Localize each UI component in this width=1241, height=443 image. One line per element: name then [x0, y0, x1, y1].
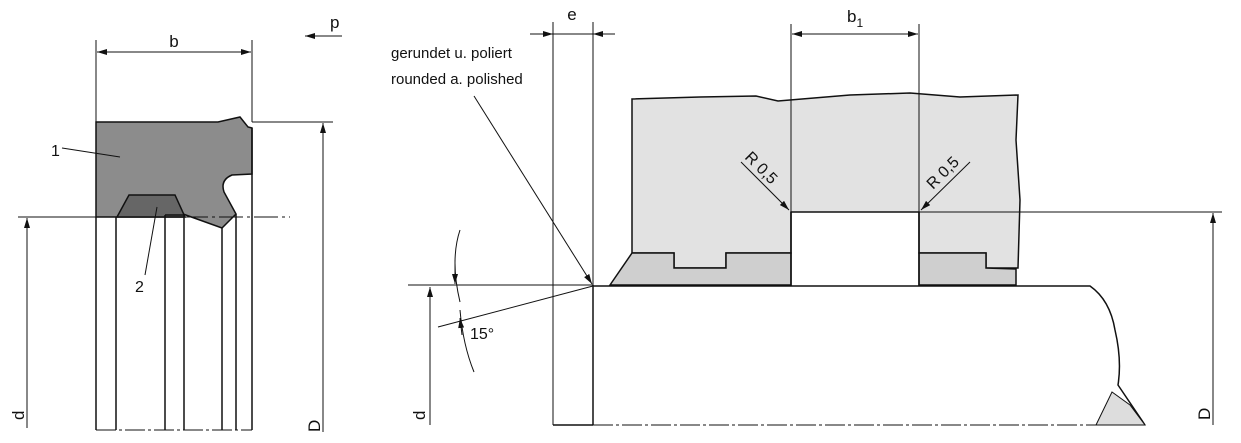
label-e: e [567, 5, 576, 24]
note-leader [473, 95, 593, 285]
note-english: rounded a. polished [391, 71, 523, 88]
note-german: gerundet u. poliert [391, 45, 513, 62]
seal-profile-lines [95, 128, 253, 431]
label-d-left: d [9, 411, 28, 420]
right-installation-view [408, 22, 1222, 426]
label-part-1: 1 [51, 143, 60, 160]
housing [631, 92, 1021, 269]
left-section-view [18, 33, 342, 432]
angle-arc-lower [459, 309, 475, 373]
radius-leader-left [740, 161, 790, 211]
radius-leader-right [920, 161, 971, 211]
label-b1-main: b [847, 7, 856, 26]
label-b: b [169, 32, 178, 51]
part-2-leader [144, 206, 158, 276]
label-D-right: D [1195, 408, 1214, 420]
rod-break [1095, 391, 1146, 426]
seal-insert-part-2 [115, 194, 187, 218]
angle-arc-upper [454, 229, 461, 303]
label-part-2: 2 [135, 279, 144, 296]
rod [593, 285, 1146, 426]
label-b1-sub: 1 [856, 16, 863, 30]
label-d-right: d [410, 411, 429, 420]
label-D-left: D [305, 420, 324, 432]
label-angle: 15° [470, 326, 494, 343]
label-b1: b1 [847, 7, 863, 30]
part-1-leader [61, 147, 121, 158]
label-p: p [330, 13, 339, 32]
